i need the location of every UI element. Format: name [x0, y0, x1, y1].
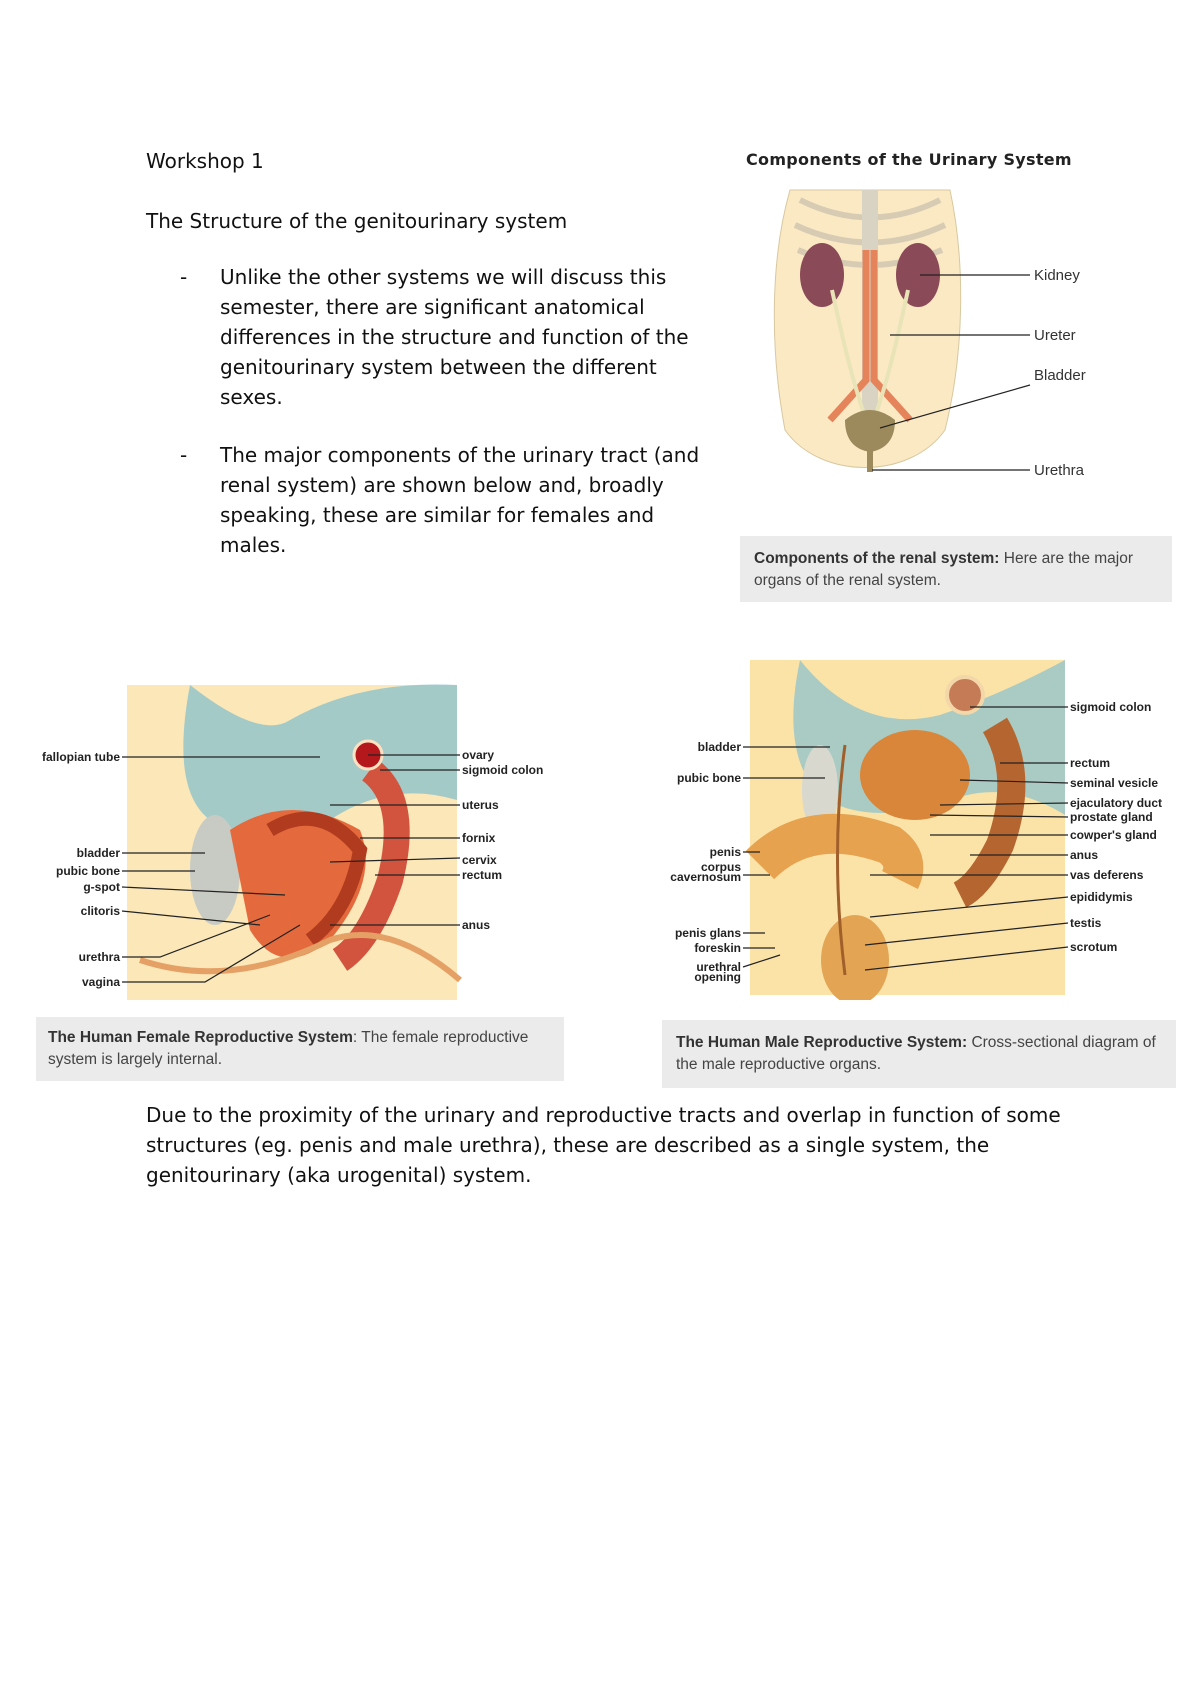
pubic-bone-label: pubic bone [56, 864, 120, 878]
bullet-marker: - [180, 265, 188, 289]
kidney-label: Kidney [1034, 267, 1080, 284]
bladder-label: bladder [698, 740, 742, 754]
pubic-bone-label: pubic bone [677, 771, 741, 785]
corpus-label: corpus [701, 860, 741, 874]
cowpers-gland-label: cowper's gland [1070, 828, 1157, 842]
anus-label: anus [1070, 848, 1098, 862]
prostate-gland-label: prostate gland [1070, 810, 1153, 824]
urethra-label: Urethra [1034, 462, 1085, 479]
penis-label: penis [710, 845, 742, 859]
bullet-item: - Unlike the other systems we will discu… [180, 262, 700, 412]
urethra-label: urethra [79, 950, 121, 964]
g-spot-label: g-spot [83, 880, 120, 894]
testis-label: testis [1070, 916, 1102, 930]
ureter-label: Ureter [1034, 327, 1076, 344]
cervix-label: cervix [462, 853, 497, 867]
seminal-vesicle-label: seminal vesicle [1070, 776, 1158, 790]
rectum-label: rectum [462, 868, 502, 882]
bullet-item: - The major components of the urinary tr… [180, 440, 700, 560]
bullet-marker: - [180, 443, 188, 467]
section-subheading: The Structure of the genitourinary syste… [146, 209, 568, 233]
closing-paragraph: Due to the proximity of the urinary and … [146, 1103, 1061, 1187]
cavernosum-label: cavernosum [670, 870, 741, 884]
bullet-text: The major components of the urinary trac… [220, 443, 700, 557]
female-reproductive-diagram: fallopian tube bladder pubic bone g-spot… [42, 684, 543, 1000]
sigmoid-colon-label: sigmoid colon [462, 763, 543, 777]
vagina-label: vagina [82, 975, 120, 989]
bladder-label: bladder [77, 846, 121, 860]
caption-bold: The Human Female Reproductive System [48, 1029, 353, 1046]
female-figure-caption: The Human Female Reproductive System: Th… [36, 1017, 564, 1081]
epididymis-label: epididymis [1070, 890, 1133, 904]
penis-glans-label: penis glans [675, 926, 741, 940]
ovary-label: ovary [462, 748, 494, 762]
sigmoid-colon-label: sigmoid colon [1070, 700, 1151, 714]
urinary-system-diagram: Kidney Ureter Bladder Urethra [773, 189, 1086, 479]
bladder-shape [845, 410, 895, 452]
caption-text: : The female reproductive system is larg… [48, 1029, 529, 1068]
caption-bold: The Human Male Reproductive System: [676, 1034, 968, 1051]
ejaculatory-duct-label: ejaculatory duct [1070, 796, 1162, 810]
caption-text: Here are the major organs of the renal s… [754, 550, 1134, 589]
caption-text: Cross-sectional diagram of the male repr… [676, 1034, 1156, 1073]
scrotum-label: scrotum [1070, 940, 1117, 954]
uterus-label: uterus [462, 798, 499, 812]
bullet-list: - Unlike the other systems we will discu… [180, 262, 700, 588]
male-reproductive-diagram: bladder pubic bone penis corpus cavernos… [670, 660, 1162, 1000]
fallopian-tube-label: fallopian tube [42, 750, 120, 764]
clitoris-label: clitoris [81, 904, 121, 918]
male-figure-caption: The Human Male Reproductive System: Cros… [662, 1020, 1176, 1088]
urinary-figure-caption: Components of the renal system: Here are… [740, 536, 1172, 602]
urethral-label: urethral [696, 960, 741, 974]
urinary-figure-title: Components of the Urinary System [746, 150, 1072, 169]
anus-label: anus [462, 918, 490, 932]
bullet-text: Unlike the other systems we will discuss… [220, 265, 689, 409]
caption-bold: Components of the renal system: [754, 550, 1000, 567]
bladder-label: Bladder [1034, 367, 1086, 384]
opening-label: opening [694, 970, 741, 984]
page-title: Workshop 1 [146, 149, 264, 173]
kidney-left-shape [800, 243, 844, 307]
fornix-label: fornix [462, 831, 496, 845]
foreskin-label: foreskin [694, 941, 741, 955]
vas-deferens-label: vas deferens [1070, 868, 1144, 882]
rectum-label: rectum [1070, 756, 1110, 770]
